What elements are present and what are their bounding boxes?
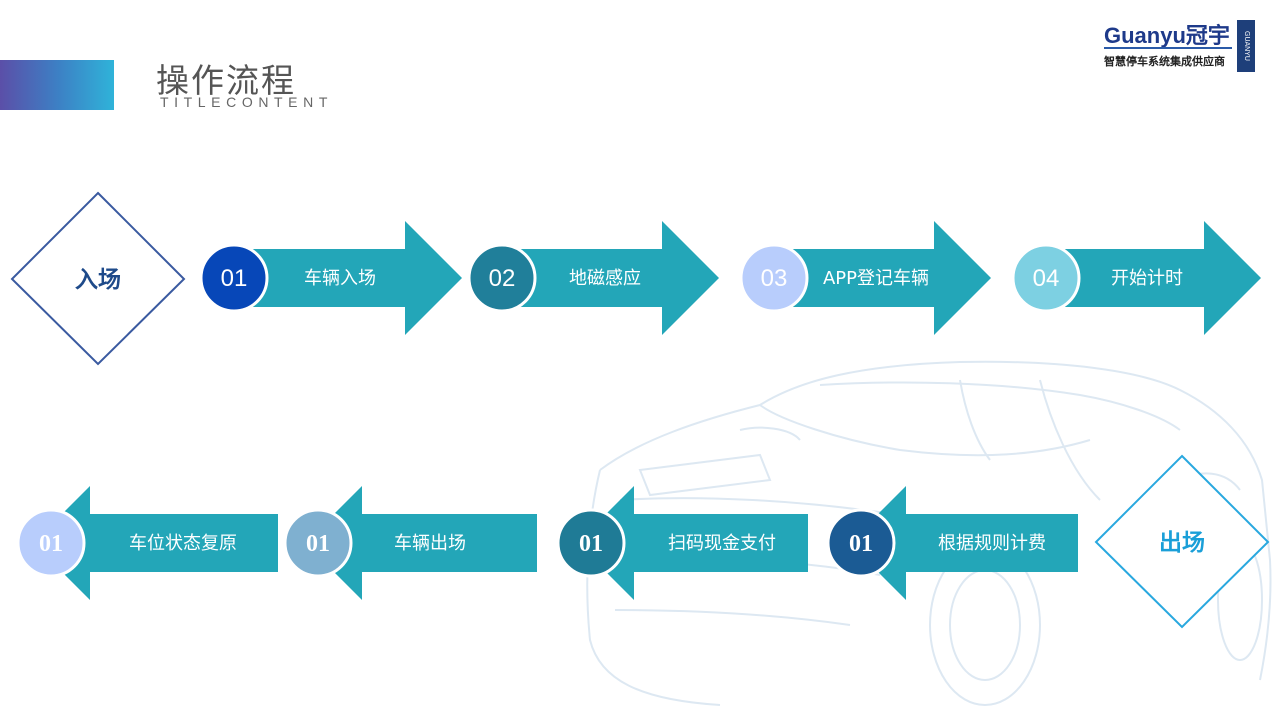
brand-logo: Guanyu冠宇 智慧停车系统集成供应商 GUANYU xyxy=(1104,18,1256,74)
entry-diamond: 入场 xyxy=(10,191,186,366)
step-arrow xyxy=(1052,221,1261,335)
step-number: 01 xyxy=(849,531,873,557)
entry-label: 入场 xyxy=(75,267,121,293)
bottom-step-4: 01 车位状态复原 xyxy=(16,486,278,600)
step-label: 车辆入场 xyxy=(304,268,376,289)
step-label: 车位状态复原 xyxy=(129,533,237,554)
logo-vertical-badge: GUANYU xyxy=(1237,20,1255,72)
page-subtitle: TITLECONTENT xyxy=(160,94,333,110)
top-step-2: 02 地磁感应 xyxy=(467,221,719,335)
step-label: 地磁感应 xyxy=(569,268,641,289)
step-number: 01 xyxy=(39,531,63,557)
logo-tagline: 智慧停车系统集成供应商 xyxy=(1104,55,1225,68)
step-label: 扫码现金支付 xyxy=(668,533,776,554)
step-arrow xyxy=(780,221,991,335)
step-label: 车辆出场 xyxy=(394,533,466,554)
step-arrow xyxy=(849,486,1078,600)
step-number-circle xyxy=(467,243,537,313)
logo-divider xyxy=(1104,47,1232,49)
step-number-circle xyxy=(199,243,269,313)
step-number: 02 xyxy=(489,265,516,292)
title-accent-bar xyxy=(0,60,114,110)
logo-wordmark: Guanyu冠宇 xyxy=(1104,23,1230,48)
top-step-3: 03 APP登记车辆 xyxy=(739,221,991,335)
bottom-step-3: 01 车辆出场 xyxy=(283,486,537,600)
step-number: 01 xyxy=(579,531,603,557)
step-number-circle xyxy=(283,508,353,578)
step-label: 根据规则计费 xyxy=(938,533,1046,554)
step-number-circle xyxy=(1011,243,1081,313)
exit-label: 出场 xyxy=(1159,530,1205,556)
step-number-circle xyxy=(556,508,626,578)
step-arrow xyxy=(305,486,537,600)
bottom-step-2: 01 扫码现金支付 xyxy=(556,486,808,600)
step-number: 01 xyxy=(306,531,330,557)
exit-diamond: 出场 xyxy=(1094,454,1270,629)
step-number-circle xyxy=(739,243,809,313)
step-arrow xyxy=(508,221,719,335)
step-number: 03 xyxy=(761,265,788,292)
step-arrow xyxy=(240,221,462,335)
top-step-4: 04 开始计时 xyxy=(1011,221,1261,335)
step-number: 04 xyxy=(1033,265,1060,292)
step-arrow xyxy=(577,486,808,600)
logo-vertical-text: GUANYU xyxy=(1243,31,1250,61)
step-number-circle xyxy=(16,508,86,578)
bottom-step-1: 01 根据规则计费 xyxy=(826,486,1078,600)
step-number: 01 xyxy=(221,265,248,292)
step-arrow xyxy=(33,486,278,600)
step-number-circle xyxy=(826,508,896,578)
step-label: APP登记车辆 xyxy=(823,268,929,289)
page-title: 操作流程 xyxy=(156,61,296,100)
step-label: 开始计时 xyxy=(1111,268,1183,289)
top-step-1: 01 车辆入场 xyxy=(199,221,462,335)
